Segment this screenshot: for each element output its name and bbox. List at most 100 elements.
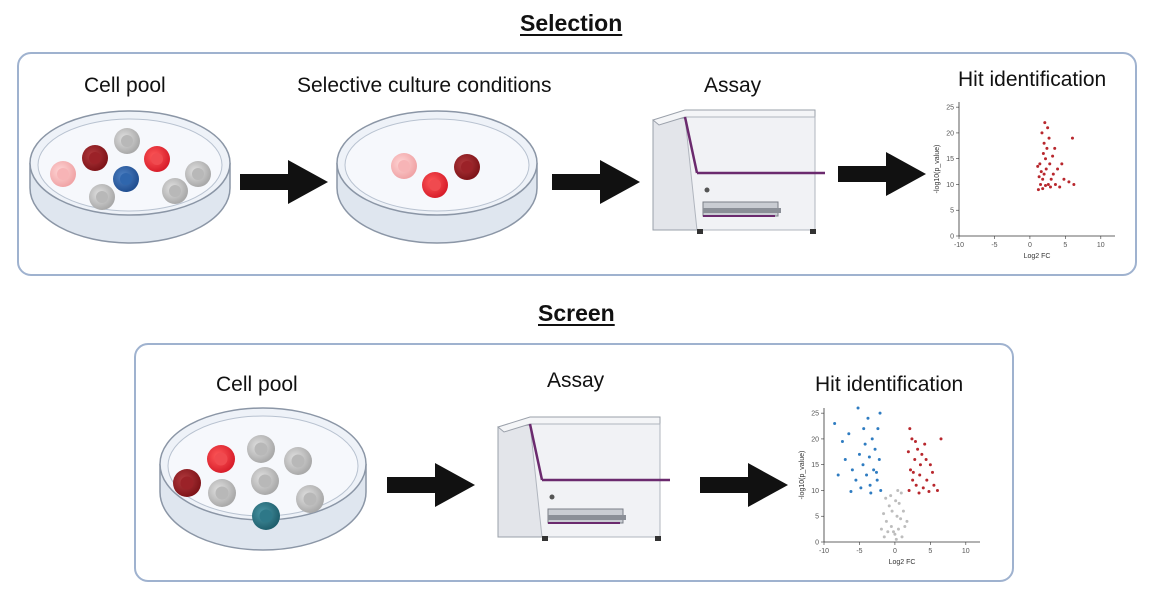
data-point [891,530,895,534]
data-point [1058,185,1062,189]
data-point [932,483,936,487]
data-point [893,532,897,536]
data-point [849,489,853,493]
data-point [896,527,900,531]
data-point [911,470,915,474]
data-point [840,440,844,443]
data-point [1048,162,1052,166]
data-point [894,537,898,541]
y-tick-label: 15 [946,156,954,163]
x-tick-label: -5 [856,548,862,555]
data-point [930,470,934,474]
data-point [854,478,858,482]
data-point [907,488,911,492]
x-tick-label: -10 [819,548,829,555]
data-point [877,458,881,462]
data-point [910,437,914,441]
data-point [866,416,870,420]
y-axis-label: -log10(p_value) [934,145,941,194]
data-point [925,478,929,482]
x-tick-label: -10 [954,242,964,249]
data-point [872,468,876,472]
y-tick-label: 5 [950,208,954,215]
data-point [889,525,893,529]
data-point [903,525,907,529]
data-point [1070,136,1074,140]
screen-cell-pool-label: Cell pool [216,373,298,396]
y-tick-label: 0 [815,540,819,547]
data-point [1041,152,1045,156]
data-point [1053,146,1057,150]
y-tick-label: 5 [815,514,819,521]
cells [50,128,211,210]
data-point [901,509,905,513]
data-point [875,478,879,482]
data-point [1046,126,1050,130]
x-tick-label: 5 [1063,242,1067,249]
data-point [1048,185,1052,189]
data-point [874,470,878,474]
data-point [862,427,866,431]
data-point [916,447,920,451]
y-tick-label: 10 [811,488,819,495]
data-point [857,452,861,456]
data-point [843,458,847,462]
data-point [869,491,873,495]
x-tick-label: 10 [962,548,970,555]
y-axis-label: -log10(p_value) [799,451,806,500]
data-point [1041,187,1045,191]
data-point [867,455,871,459]
screen-assay-label: Assay [547,369,605,392]
data-point [879,527,883,531]
data-point [1046,182,1050,186]
y-tick-label: 25 [946,105,954,112]
data-point [1037,175,1041,179]
data-point [906,450,910,454]
data-point [927,489,931,493]
data-point [908,427,912,431]
data-point [918,463,922,467]
data-point [911,478,915,482]
arrow-icon [838,152,926,196]
data-point [1040,131,1044,135]
assay-instrument-icon [496,416,670,541]
data-point [923,442,927,446]
data-point [868,483,872,487]
data-point [1045,146,1049,150]
data-point [899,517,903,521]
arrow-icon [240,160,328,204]
data-point [1043,121,1047,125]
data-point [894,499,898,503]
data-point [896,488,900,492]
data-point [878,411,882,415]
data-point [917,491,921,495]
selective-culture-dish [336,110,538,244]
x-tick-label: 5 [928,548,932,555]
data-point [1036,164,1040,168]
data-point [873,447,877,451]
data-point [890,509,894,513]
data-point [859,486,863,490]
data-point [882,512,886,516]
data-point [920,452,924,456]
screen-cell-pool-dish [159,407,367,551]
arrow-icon [700,463,788,507]
selection-hit-label: Hit identification [958,68,1107,91]
data-point [1039,170,1043,174]
y-tick-label: 20 [811,436,819,443]
data-point [856,406,860,410]
arrow-icon [552,160,640,204]
data-point [1039,182,1043,186]
selection-assay-label: Assay [704,74,762,97]
data-point [913,440,917,443]
data-point [905,519,909,523]
data-point [909,468,913,472]
x-axis-label: Log2 FC [889,559,916,566]
x-tick-label: 0 [1028,242,1032,249]
y-tick-label: 15 [811,462,819,469]
x-tick-label: 10 [1097,242,1105,249]
data-point [887,504,891,508]
x-axis-label: Log2 FC [1024,253,1051,260]
selection-cell-pool-dish [29,110,231,244]
